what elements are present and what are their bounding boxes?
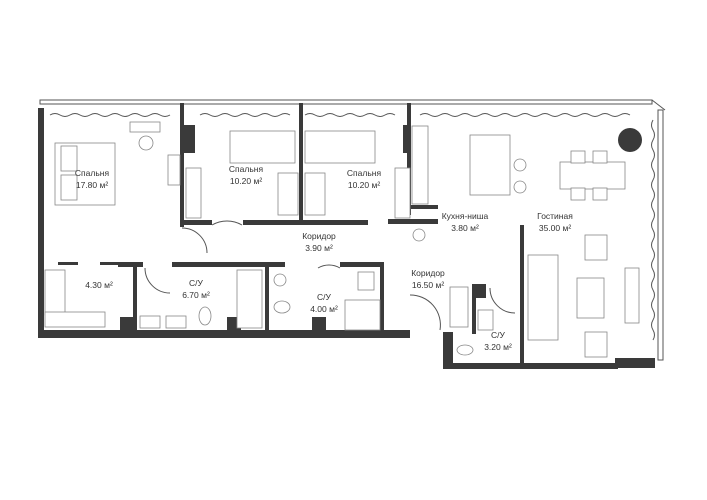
coffee-table: [576, 277, 605, 319]
room-area-bathroom-2: 4.00 м²: [310, 304, 338, 314]
chair: [138, 135, 154, 151]
toilet: [198, 306, 212, 326]
room-name-bedroom-3: Спальня: [347, 168, 382, 178]
desk: [304, 172, 326, 216]
closet: [449, 286, 469, 328]
room-area-living: 35.00 м²: [539, 223, 571, 233]
sink: [357, 271, 375, 291]
bed-single: [229, 130, 296, 164]
exterior-outline: [39, 99, 666, 361]
shoe-rack: [44, 311, 106, 328]
sink: [165, 315, 187, 329]
kitchen-island: [469, 134, 511, 196]
room-area-corridor-1: 3.90 м²: [305, 243, 333, 253]
room-area-bathroom-3: 3.20 м²: [484, 342, 512, 352]
room-area-bathroom-1: 6.70 м²: [182, 290, 210, 300]
armchair: [584, 234, 608, 261]
wardrobe: [167, 154, 181, 186]
desk: [277, 172, 299, 216]
room-area-bedroom-1: 17.80 м²: [76, 180, 108, 190]
room-area-kitchen: 3.80 м²: [451, 223, 479, 233]
armchair: [584, 331, 608, 358]
closet: [44, 269, 66, 316]
room-name-bathroom-1: С/У: [189, 278, 204, 288]
room-name-bathroom-2: С/У: [317, 292, 332, 302]
room-name-kitchen: Кухня-ниша: [442, 211, 489, 221]
room-name-bathroom-3: С/У: [491, 330, 506, 340]
closet: [185, 167, 202, 219]
room-area-storage: 4.30 м²: [85, 280, 113, 290]
room-name-corridor-1: Коридор: [302, 231, 336, 241]
room-name-bedroom-2: Спальня: [229, 164, 264, 174]
furniture: [44, 121, 642, 358]
room-area-bedroom-2: 10.20 м²: [230, 176, 262, 186]
room-area-corridor-2: 16.50 м²: [412, 280, 444, 290]
sink: [477, 309, 494, 331]
dining-table: [559, 161, 626, 190]
toilet: [456, 344, 474, 356]
plant: [618, 128, 642, 152]
tv-stand: [624, 267, 640, 324]
sofa: [527, 254, 559, 341]
room-labels: Спальня 17.80 м² Спальня 10.20 м² Спальн…: [75, 164, 573, 352]
bathtub: [236, 269, 263, 329]
room-name-living: Гостиная: [537, 211, 573, 221]
room-name-bedroom-1: Спальня: [75, 168, 110, 178]
shower: [344, 299, 381, 331]
walls: [38, 103, 655, 369]
room-name-corridor-2: Коридор: [411, 268, 445, 278]
toilet: [273, 300, 291, 314]
room-area-bedroom-3: 10.20 м²: [348, 180, 380, 190]
kitchen-counter: [411, 125, 429, 205]
closet: [394, 167, 411, 219]
desk: [129, 121, 161, 133]
sink: [139, 315, 161, 329]
bed-single: [304, 130, 376, 164]
washer: [273, 273, 287, 287]
